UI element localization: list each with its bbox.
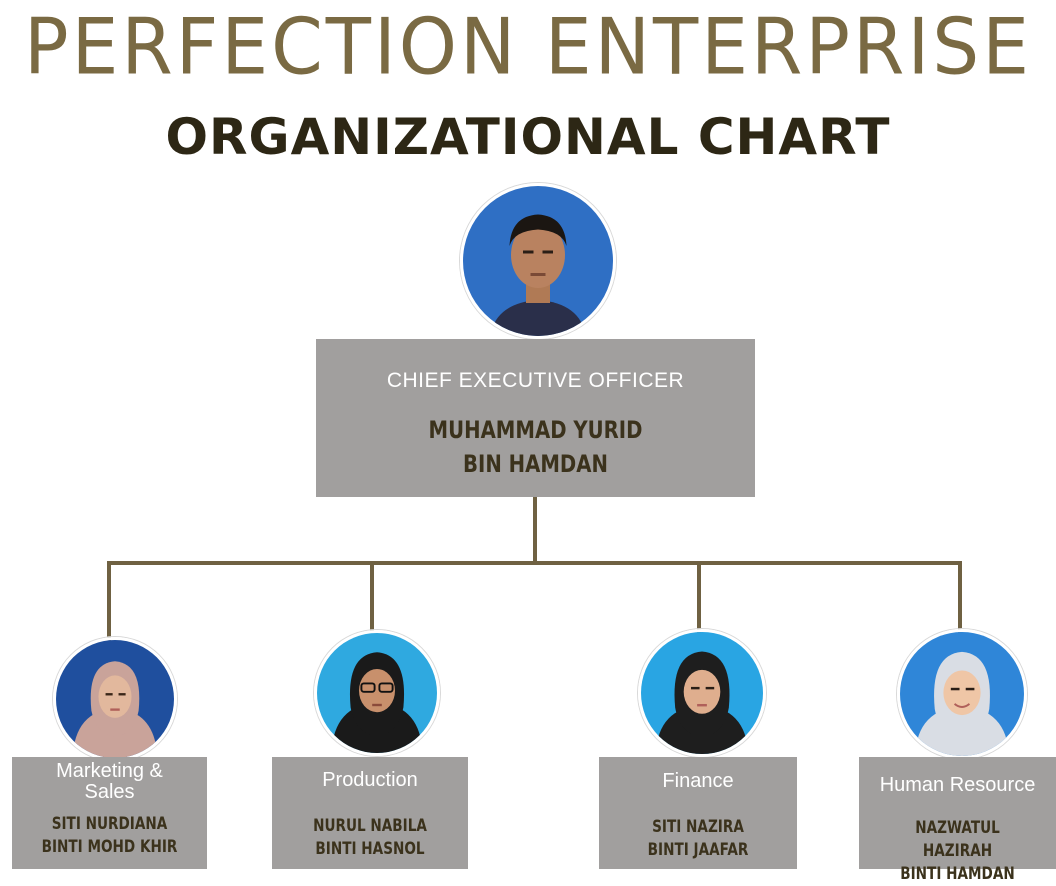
hr-box: Human Resource NAZWATUL HAZIRAH BINTI HA… (859, 757, 1056, 884)
chart-subtitle: ORGANIZATIONAL CHART (165, 108, 891, 166)
production-role-line1: Production (322, 769, 418, 791)
ceo-name-line2: BIN HAMDAN (463, 450, 608, 478)
connector-drop-4 (958, 561, 962, 633)
finance-avatar (638, 629, 766, 757)
marketing-name: SITI NURDIANA BINTI MOHD KHIR (32, 813, 188, 859)
connector-horizontal (107, 561, 962, 565)
hr-name-line2: BINTI HAMDAN (900, 864, 1015, 884)
finance-photo-icon (641, 632, 763, 754)
ceo-box: CHIEF EXECUTIVE OFFICER MUHAMMAD YURID B… (316, 339, 755, 497)
ceo-name: MUHAMMAD YURID BIN HAMDAN (356, 413, 716, 481)
marketing-name-line1: SITI NURDIANA (51, 814, 168, 834)
marketing-avatar (53, 637, 177, 761)
hr-name: NAZWATUL HAZIRAH BINTI HAMDAN (879, 817, 1037, 886)
marketing-name-line2: BINTI MOHD KHIR (41, 837, 178, 857)
ceo-photo-icon (463, 186, 613, 336)
hr-role-line1: Human Resource (879, 774, 1036, 796)
production-box: Production NURUL NABILA BINTI HASNOL (272, 757, 468, 869)
marketing-role: Marketing & Sales (12, 761, 207, 803)
connector-drop-1 (107, 561, 111, 641)
hr-avatar (897, 629, 1027, 759)
finance-role-line1: Finance (662, 770, 734, 792)
marketing-box: Marketing & Sales SITI NURDIANA BINTI MO… (12, 757, 207, 869)
finance-name-line2: BINTI JAAFAR (647, 840, 749, 860)
marketing-photo-icon (56, 640, 174, 758)
hr-role: Human Resource (859, 775, 1056, 796)
company-title: PERFECTION ENTERPRISE (23, 1, 1033, 93)
production-name-line1: NURUL NABILA (313, 816, 427, 836)
ceo-name-line1: MUHAMMAD YURID (428, 416, 643, 444)
marketing-role-line1: Marketing & (56, 760, 163, 782)
finance-role: Finance (599, 771, 797, 792)
production-name: NURUL NABILA BINTI HASNOL (292, 815, 449, 861)
connector-ceo-trunk (533, 497, 537, 563)
production-photo-icon (317, 633, 437, 753)
finance-name-line1: SITI NAZIRA (652, 817, 744, 837)
connector-drop-2 (370, 561, 374, 633)
ceo-avatar (460, 183, 616, 339)
hr-name-line1: NAZWATUL HAZIRAH (915, 818, 1000, 861)
hr-photo-icon (900, 632, 1024, 756)
finance-name: SITI NAZIRA BINTI JAAFAR (619, 816, 777, 862)
finance-box: Finance SITI NAZIRA BINTI JAAFAR (599, 757, 797, 869)
ceo-role: CHIEF EXECUTIVE OFFICER (386, 369, 685, 392)
marketing-role-line2: Sales (84, 781, 135, 803)
production-name-line2: BINTI HASNOL (315, 839, 425, 859)
production-role: Production (272, 770, 468, 791)
production-avatar (314, 630, 440, 756)
connector-drop-3 (697, 561, 701, 633)
